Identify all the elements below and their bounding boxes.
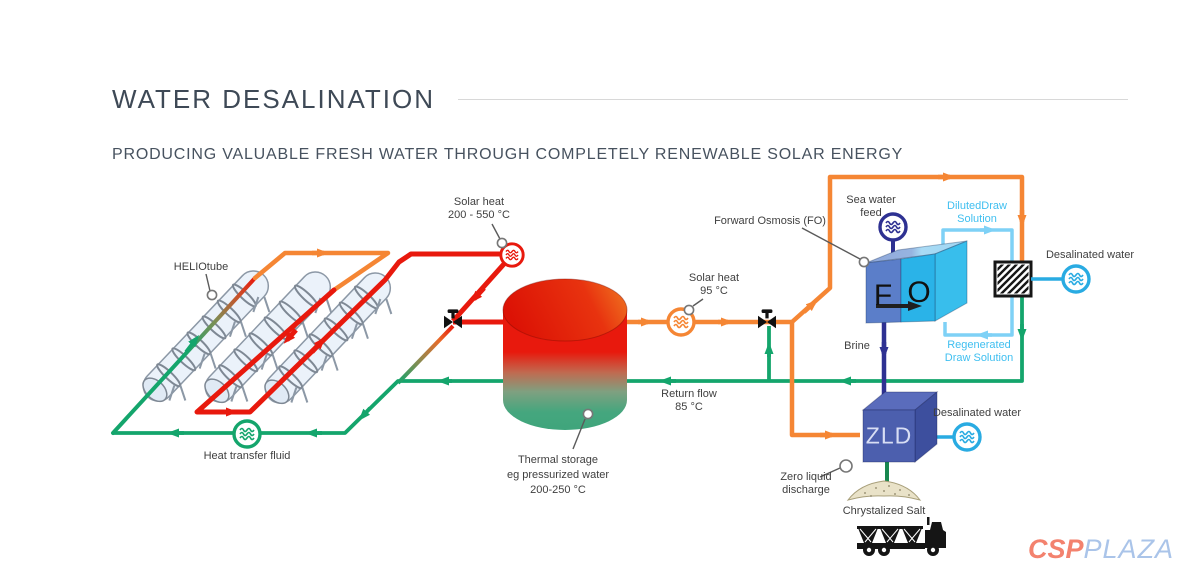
flow-arrows: [167, 172, 1027, 440]
salt-pile-icon: [846, 480, 922, 501]
valve-icon-right: [758, 309, 776, 329]
zld-box: [861, 390, 939, 464]
thermal-storage-tank: [502, 278, 628, 430]
desalinated-water-icon-zld: [952, 422, 982, 452]
chrystalized-salt-label: Chrystalized Salt: [842, 505, 926, 517]
fo-box: [865, 240, 968, 324]
page-title: WATER DESALINATION: [112, 84, 435, 114]
logo-plaza: PLAZA: [1083, 534, 1175, 564]
regenerated-draw-label: Regenerated Draw Solution: [944, 339, 1014, 364]
field-serpentine: [111, 250, 515, 435]
solar-heat-low-label: Solar heat 95 °C: [688, 272, 740, 297]
heat-transfer-fluid-icon: [232, 419, 262, 449]
solar-heat-high-label: Solar heat 200 - 550 °C: [448, 196, 510, 221]
desalinated-water-icon-top: [1061, 264, 1091, 294]
desalinated-water-zld-label: Desalinated water: [932, 407, 1022, 419]
heat-exchanger-icon: [993, 260, 1033, 298]
valve-bypass: [396, 324, 455, 385]
forward-osmosis-label: Forward Osmosis (FO): [714, 215, 826, 227]
zero-liquid-discharge-label: Zero liquid discharge: [780, 471, 832, 496]
sea-water-feed-label: Sea water feed: [846, 194, 896, 219]
fo-letter-o: O: [907, 276, 931, 309]
heat-transfer-fluid-label: Heat transfer fluid: [203, 450, 291, 462]
csp-plaza-logo: CSPPLAZA: [1028, 534, 1174, 565]
return-flow-label: Return flow 85 °C: [661, 388, 717, 413]
heliotube-label: HELIOtube: [173, 261, 229, 273]
brine-label: Brine: [844, 340, 870, 352]
logo-csp: CSP: [1028, 534, 1084, 564]
page-subtitle: PRODUCING VALUABLE FRESH WATER THROUGH C…: [112, 146, 904, 163]
callout-dots: [206, 237, 870, 473]
thermal-storage-label: Thermal storage eg pressurized water 200…: [506, 454, 610, 496]
title-rule: [458, 99, 1128, 100]
diluted-draw-label: DilutedDraw Solution: [947, 200, 1007, 225]
truck-icon: [857, 517, 946, 556]
callout-pointers: [205, 223, 861, 478]
fo-letter-f: F: [873, 279, 893, 312]
zld-box-text: ZLD: [865, 422, 913, 449]
desalinated-water-top-label: Desalinated water: [1045, 249, 1135, 261]
